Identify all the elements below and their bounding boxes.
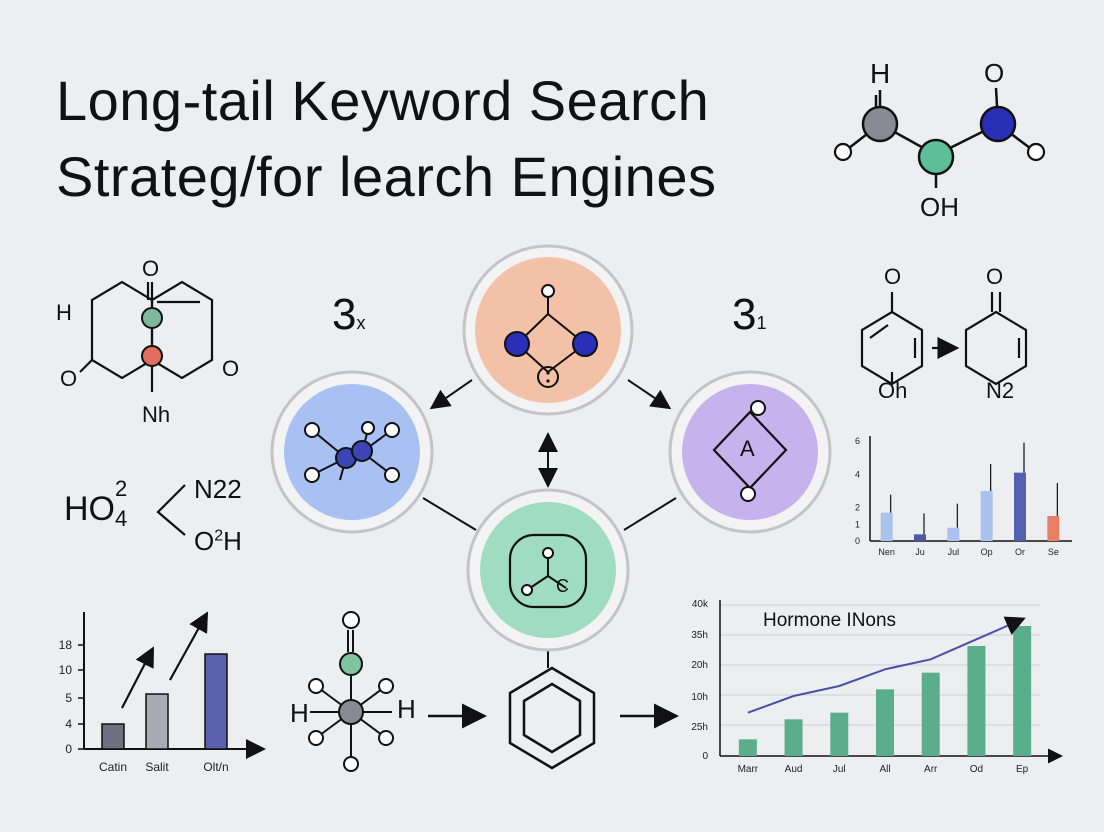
atom-label: O bbox=[986, 264, 1004, 289]
chart-small-right: Nen Ju Jul Op Or Se 0 1 2 4 6 bbox=[855, 436, 1072, 557]
bar bbox=[1013, 626, 1032, 756]
tick-label: 20h bbox=[691, 660, 708, 671]
tick-label: 0 bbox=[65, 742, 72, 756]
atom-label: Nh bbox=[142, 402, 171, 427]
tick-label: Jul bbox=[948, 547, 960, 557]
tick-label: 40k bbox=[692, 599, 709, 610]
tick-label: Olt/n bbox=[203, 760, 228, 774]
network-label-left: 3x bbox=[332, 290, 366, 339]
atom-label: N22 bbox=[194, 474, 242, 504]
tick-label: 35h bbox=[691, 630, 708, 641]
tick-label: Nen bbox=[878, 547, 895, 557]
bar bbox=[921, 672, 940, 756]
bar bbox=[876, 689, 894, 756]
tick-label: 18 bbox=[59, 638, 73, 652]
atom-o-small bbox=[833, 142, 853, 162]
tick-label: 2 bbox=[855, 503, 860, 513]
benzene-ring bbox=[508, 666, 596, 770]
molecule-left-ring bbox=[79, 280, 214, 392]
bar bbox=[830, 712, 849, 756]
network-connectors bbox=[422, 379, 677, 668]
bar bbox=[914, 534, 926, 541]
tick-label: Salit bbox=[145, 760, 169, 774]
page-title-line-1: Long-tail Keyword Search bbox=[56, 69, 710, 132]
bar bbox=[947, 527, 960, 541]
formula-chevron bbox=[156, 484, 186, 536]
atom-label: O bbox=[142, 256, 160, 281]
atom-label: N2 bbox=[986, 378, 1015, 403]
network-node-left bbox=[270, 370, 434, 534]
tick-label: 4 bbox=[65, 717, 72, 731]
atom-label: O bbox=[884, 264, 902, 289]
atom-green bbox=[141, 307, 163, 329]
tick-label: 4 bbox=[855, 469, 860, 479]
tick-label: 25h bbox=[691, 722, 708, 733]
tick-label: Se bbox=[1048, 547, 1059, 557]
bar bbox=[1014, 472, 1026, 541]
atom-red bbox=[141, 345, 163, 367]
atom-gray bbox=[861, 105, 899, 143]
tick-label: 5 bbox=[65, 691, 72, 705]
atom-label: O bbox=[222, 356, 240, 381]
atom-o-small bbox=[1026, 142, 1046, 162]
tick-label: 0 bbox=[855, 536, 860, 546]
atom-label: H bbox=[397, 694, 416, 724]
tick-label: Marr bbox=[738, 764, 759, 775]
atom-label: O bbox=[984, 58, 1005, 88]
atom-label: O2H bbox=[194, 526, 242, 556]
atom-label: H bbox=[290, 698, 309, 728]
network-node-right bbox=[668, 370, 832, 534]
node-letter: A bbox=[740, 436, 755, 461]
bar bbox=[738, 739, 757, 756]
tick-label: 10h bbox=[691, 692, 708, 703]
tick-label: Od bbox=[970, 764, 983, 775]
node-letter: C bbox=[556, 576, 569, 596]
atom-label: H bbox=[56, 300, 72, 325]
tick-label: 1 bbox=[855, 519, 860, 529]
bar bbox=[784, 719, 803, 756]
atom-label: O bbox=[60, 366, 78, 391]
chart-title: Hormone INons bbox=[763, 610, 897, 631]
atom-label: OH bbox=[920, 192, 959, 222]
chart-bottom-left: Catin Salit Olt/n 0 4 5 10 18 bbox=[59, 611, 266, 774]
tick-label: Ju bbox=[915, 547, 925, 557]
page-title-line-2: Strateg/for learch Engines bbox=[56, 145, 717, 208]
network-label-right: 31 bbox=[732, 290, 767, 339]
trend-arrow bbox=[169, 611, 208, 681]
network-node-top bbox=[462, 244, 634, 416]
tick-label: Aud bbox=[785, 764, 803, 775]
atom-label: Oh bbox=[878, 378, 908, 403]
bar bbox=[1047, 516, 1060, 541]
trend-arrow bbox=[121, 646, 154, 709]
tick-label: Or bbox=[1015, 547, 1025, 557]
tick-label: Jul bbox=[833, 764, 846, 775]
tick-label: 6 bbox=[855, 436, 860, 446]
network-node-bottom bbox=[466, 488, 630, 652]
molecule-right-pair bbox=[860, 292, 1028, 386]
tick-label: Arr bbox=[924, 764, 938, 775]
tick-label: Catin bbox=[99, 760, 127, 774]
bar bbox=[967, 646, 986, 756]
atom-label: H bbox=[870, 58, 891, 89]
bar bbox=[101, 723, 125, 750]
bar bbox=[980, 491, 993, 541]
atom-green bbox=[917, 138, 955, 176]
tick-label: 10 bbox=[59, 663, 73, 677]
tick-label: All bbox=[879, 764, 890, 775]
bar bbox=[145, 693, 169, 750]
tick-label: 0 bbox=[702, 751, 708, 762]
tick-label: Op bbox=[981, 547, 993, 557]
chart-bottom-right: Marr Aud Jul All Arr Od Ep 0 25h 10h 20h 35h 40k bbox=[691, 599, 1063, 775]
bar bbox=[880, 512, 893, 541]
tick-label: Ep bbox=[1016, 764, 1029, 775]
atom-blue bbox=[979, 105, 1017, 143]
bar bbox=[204, 653, 228, 750]
trend-line bbox=[747, 616, 1026, 714]
